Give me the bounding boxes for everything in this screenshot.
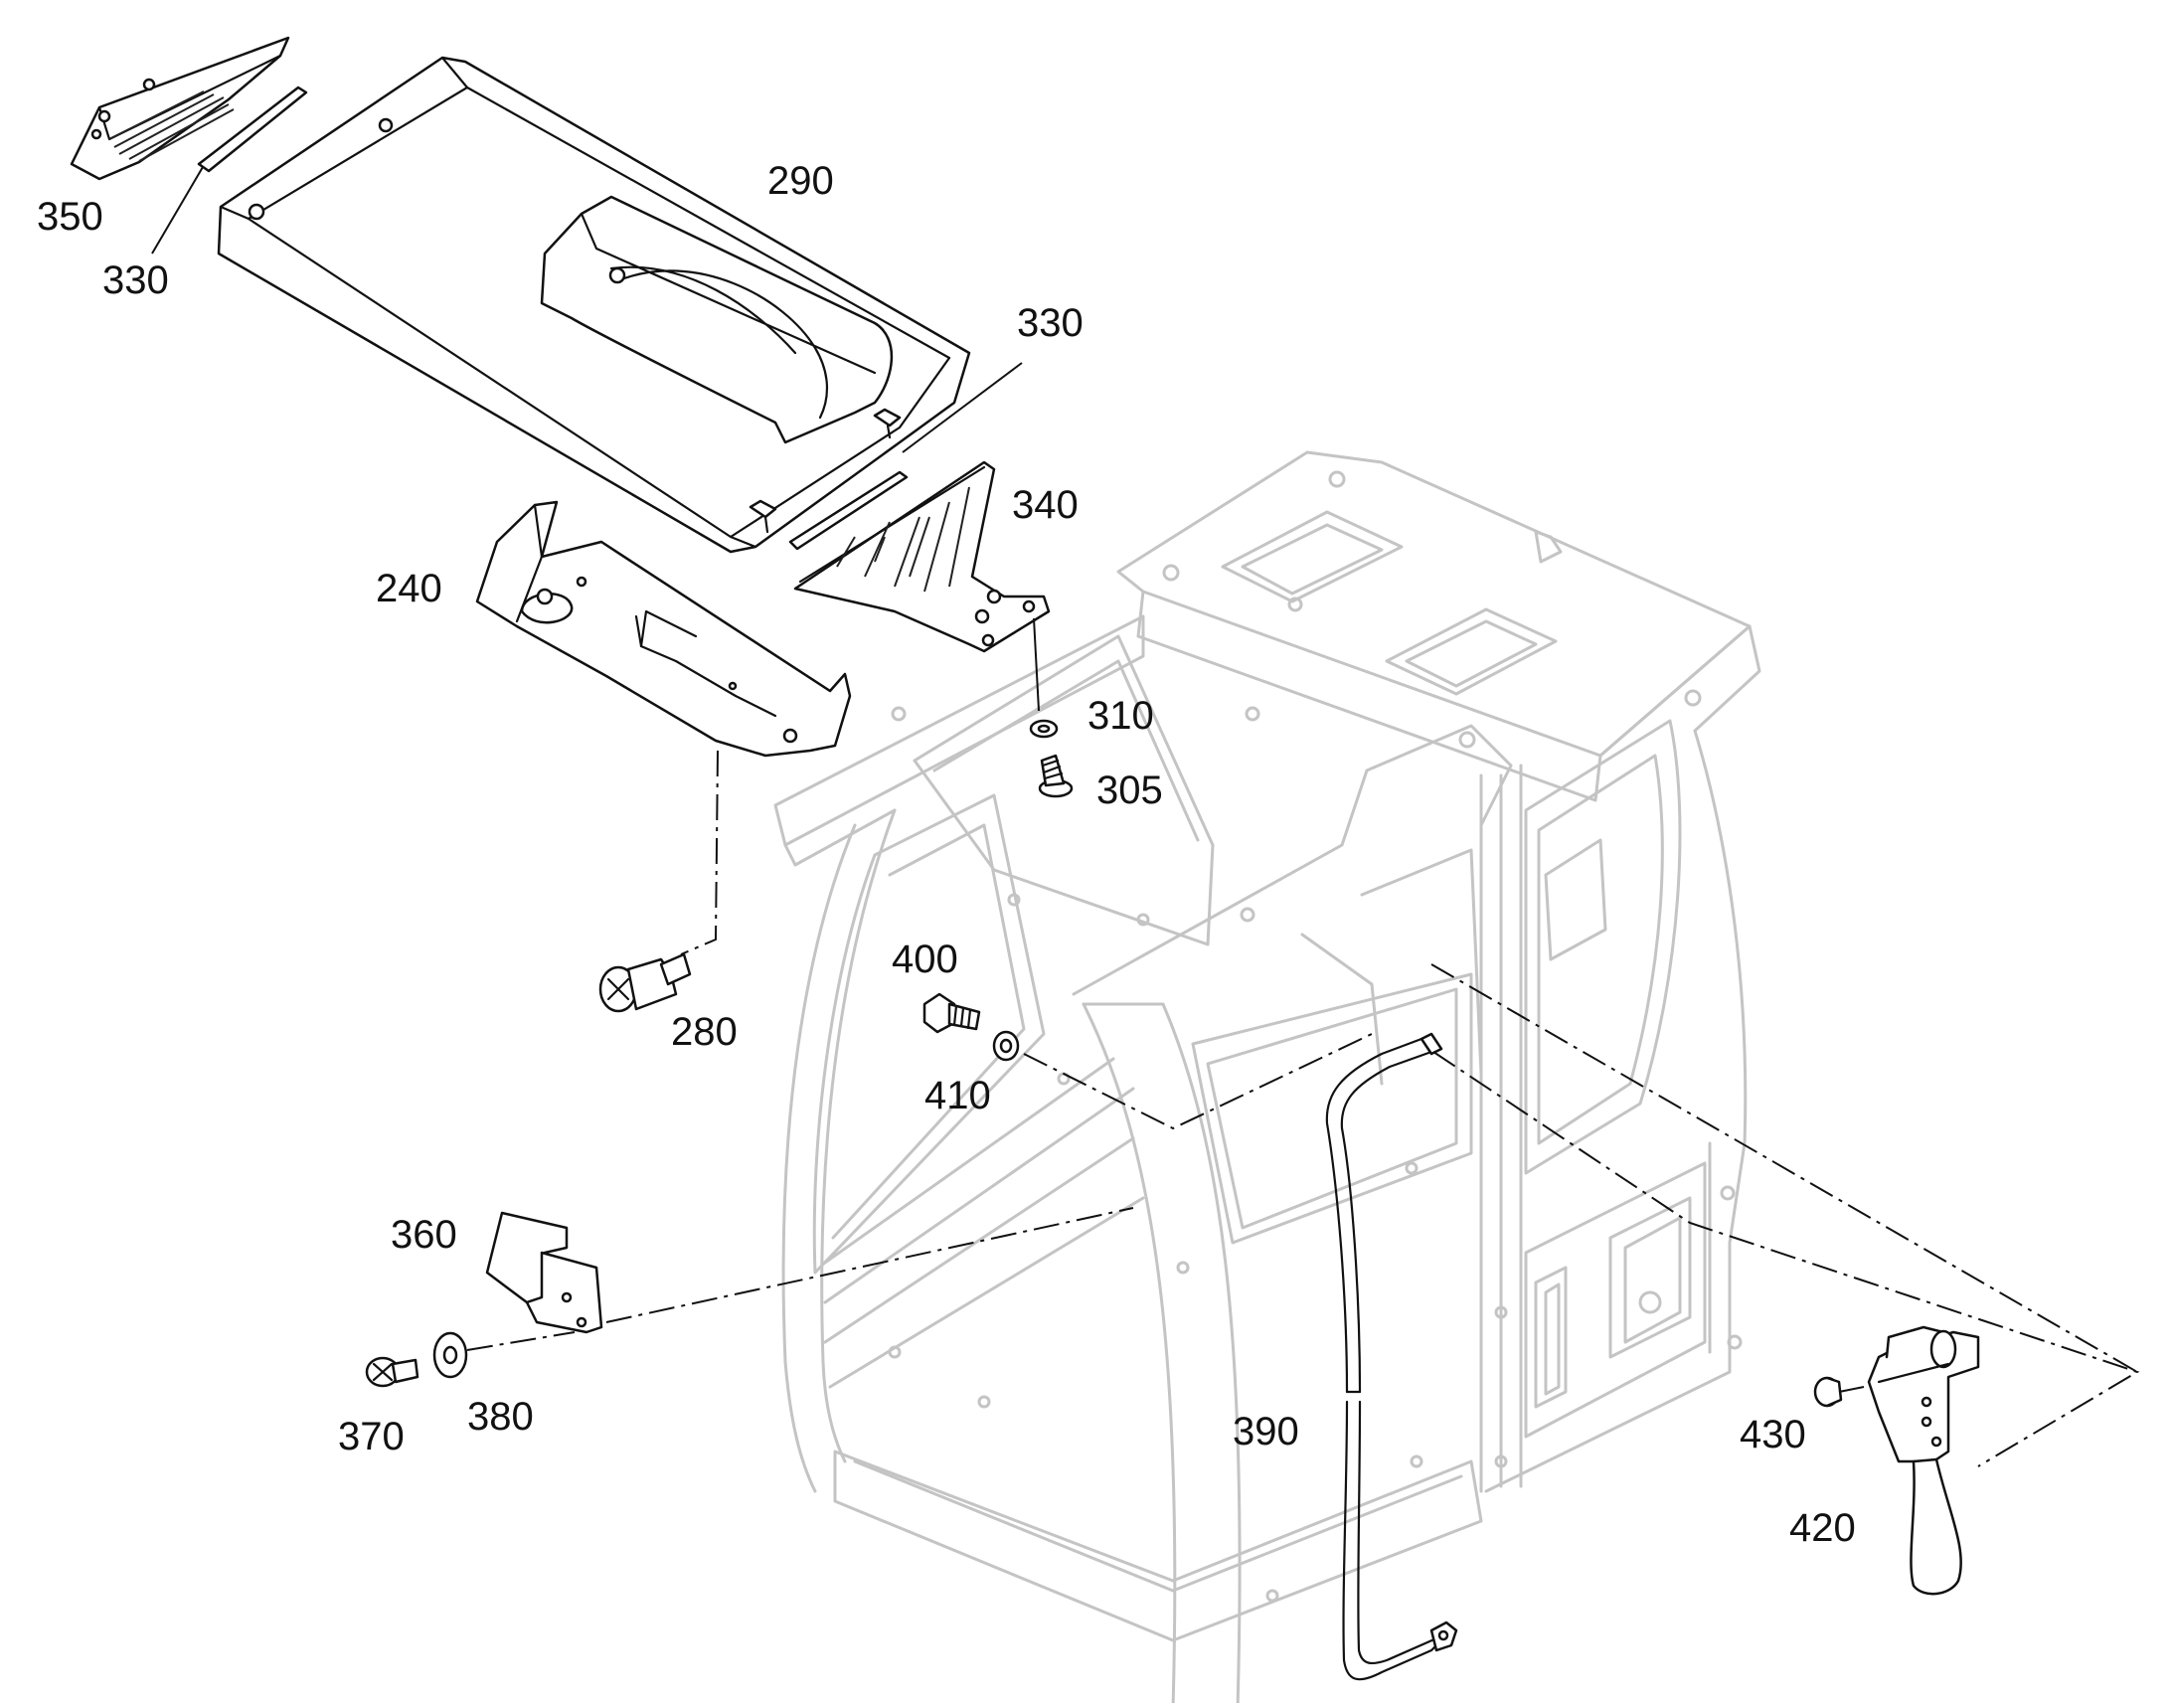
callout-400: 400 — [892, 938, 958, 981]
part-390-rod — [1325, 963, 2140, 1681]
part-420-handle — [1838, 1325, 1980, 1596]
part-240-duct — [475, 500, 852, 758]
part-400-bolt — [922, 992, 981, 1034]
part-330-seal-strip-left — [151, 85, 308, 255]
callout-310: 310 — [1087, 694, 1154, 738]
callout-420: 420 — [1789, 1506, 1856, 1550]
part-290-roof-liner-panel — [217, 56, 971, 554]
part-350-vent-cover — [70, 36, 290, 181]
callout-370: 370 — [338, 1415, 405, 1458]
cab-frame — [773, 450, 1761, 1708]
callout-360: 360 — [391, 1213, 457, 1257]
part-360-bracket-plate — [485, 1207, 1134, 1334]
callout-280: 280 — [671, 1010, 738, 1054]
callout-305: 305 — [1096, 769, 1163, 812]
callout-390: 390 — [1233, 1410, 1299, 1453]
callout-240: 240 — [376, 567, 442, 610]
callout-330-left: 330 — [102, 258, 169, 302]
callout-340: 340 — [1012, 483, 1079, 527]
callout-330-right: 330 — [1017, 301, 1084, 345]
part-340-side-cover — [793, 460, 1051, 712]
part-410-washer — [992, 1030, 1373, 1130]
callout-410: 410 — [924, 1074, 991, 1117]
callout-350: 350 — [37, 195, 103, 239]
callout-430: 430 — [1740, 1413, 1806, 1456]
part-380-washer — [432, 1331, 576, 1379]
part-305-bolt — [1038, 754, 1074, 798]
part-310-washer — [1029, 719, 1059, 739]
part-370-screw — [365, 1356, 419, 1388]
part-280-screw — [598, 750, 719, 1013]
callout-290: 290 — [767, 159, 834, 203]
part-430-bushing — [1813, 1376, 1843, 1408]
part-330-seal-strip-right — [788, 362, 1023, 551]
callout-380: 380 — [467, 1395, 534, 1439]
